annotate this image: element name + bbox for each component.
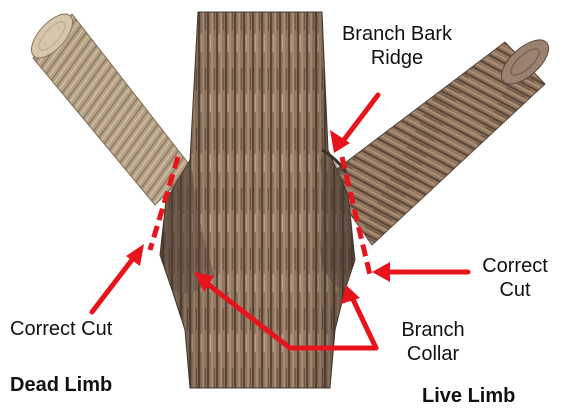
arrow-branch-bark-ridge [340,95,378,145]
branch-collar-label-line2: Collar [380,342,486,366]
branch-collar-label: Branch Collar [380,318,486,366]
branch-bark-ridge-label-line1: Branch Bark [322,22,472,46]
correct-cut-left-label: Correct Cut [10,317,112,341]
branch-bark-ridge-label: Branch Bark Ridge [322,22,472,70]
dead-limb-branch [24,7,192,205]
branch-collar-label-line1: Branch [380,318,486,342]
dead-limb-label: Dead Limb [10,373,112,397]
correct-cut-right-label-line2: Cut [470,278,560,302]
live-limb-label: Live Limb [422,384,515,408]
arrow-correct-cut-left [92,252,138,312]
arrow-branch-collar-right [350,293,376,348]
correct-cut-right-label: Correct Cut [470,254,560,302]
branch-bark-ridge-label-line2: Ridge [322,46,472,70]
arrowhead-correct-cut-right [372,262,390,282]
correct-cut-right-label-line1: Correct [470,254,560,278]
